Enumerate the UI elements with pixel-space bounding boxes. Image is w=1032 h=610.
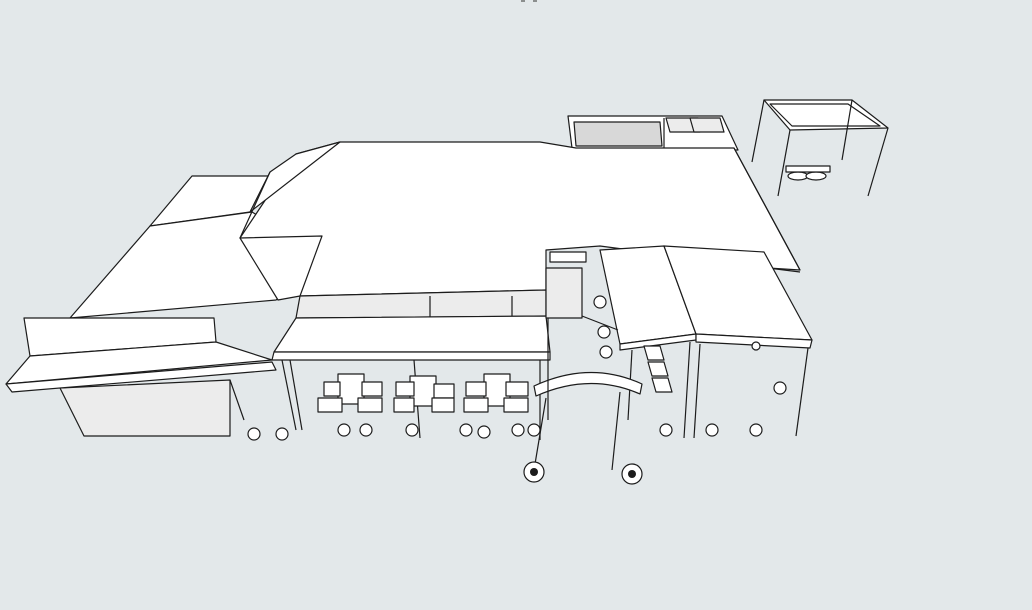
flagpoles <box>523 391 643 485</box>
planters <box>247 295 787 441</box>
entry-canopy[interactable] <box>533 245 813 439</box>
main-roof[interactable] <box>239 141 801 301</box>
picnic-tables[interactable] <box>317 373 529 413</box>
veranda[interactable] <box>271 251 587 440</box>
canopy-pergola[interactable] <box>751 99 889 197</box>
origin-axis-marker <box>519 0 543 3</box>
rear-annex[interactable] <box>567 115 739 151</box>
west-wing[interactable] <box>5 175 331 437</box>
